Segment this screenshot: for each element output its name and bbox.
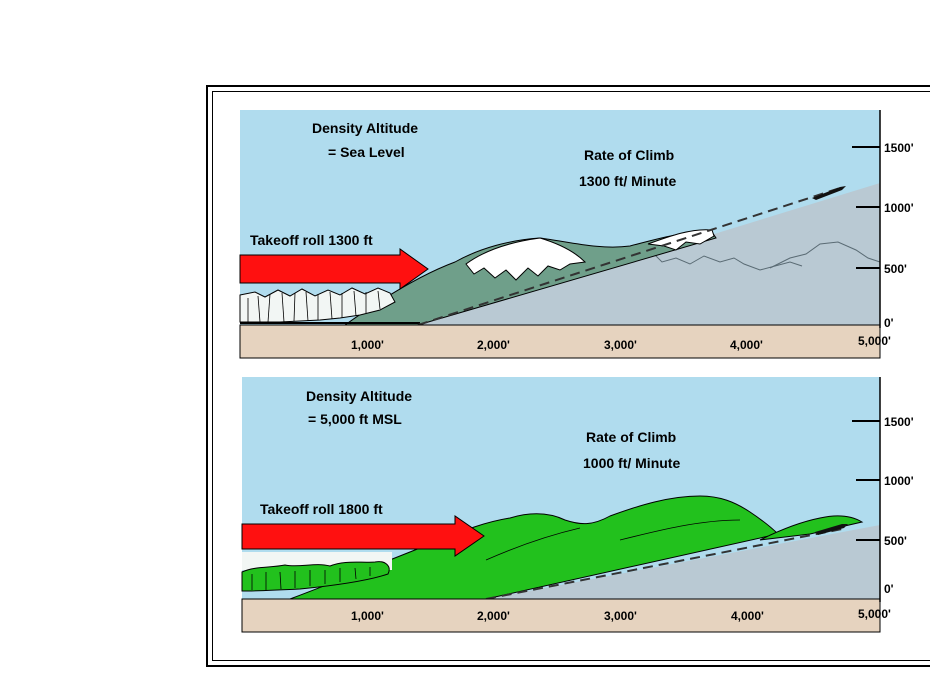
tree-line [241, 561, 390, 592]
density-label-line2: = Sea Level [328, 144, 405, 160]
takeoff-arrow [241, 515, 485, 557]
distance-tick-label: 2,000' [477, 338, 510, 352]
altitude-tick-label: 1500' [884, 141, 914, 155]
distance-strip [239, 324, 881, 359]
distance-strip [241, 598, 881, 633]
distant-ridge [649, 249, 803, 271]
hill-far-right [759, 515, 864, 541]
distance-tick-label: 1,000' [351, 338, 384, 352]
distance-tick-label: 4,000' [730, 338, 763, 352]
climb-label-line2: 1000 ft/ Minute [583, 455, 680, 471]
distance-tick-label: 1,000' [351, 609, 384, 623]
altitude-tick-label: 500' [884, 262, 907, 276]
airplane-icon [812, 186, 846, 200]
density-label-line1: Density Altitude [312, 120, 418, 136]
tree-trunks [251, 567, 371, 590]
distant-ridge [769, 241, 881, 269]
climb-path [417, 187, 841, 326]
distance-tick-label: 3,000' [604, 609, 637, 623]
airplane-icon [815, 524, 848, 535]
climb-label-line2: 1300 ft/ Minute [579, 173, 676, 189]
tree-line [239, 287, 396, 323]
tree-trunks [247, 290, 381, 323]
distance-tick-label: 2,000' [477, 609, 510, 623]
altitude-tick-label: 0' [884, 582, 894, 596]
takeoff-label: Takeoff roll 1800 ft [260, 501, 383, 517]
distance-tick-label: 4,000' [731, 609, 764, 623]
altitude-ticks [852, 420, 880, 541]
distance-tick-label: 5,000' [858, 334, 891, 348]
climb-label-line1: Rate of Climb [584, 147, 674, 163]
snow-cap [465, 237, 587, 281]
density-label-line1: Density Altitude [306, 388, 412, 404]
distance-tick-label: 5,000' [858, 607, 891, 621]
altitude-tick-label: 1000' [884, 474, 914, 488]
outer-frame [206, 85, 930, 667]
panel-high-altitude: Density Altitude = 5,000 ft MSL Rate of … [241, 377, 914, 633]
climb-label-line1: Rate of Climb [586, 429, 676, 445]
takeoff-label: Takeoff roll 1300 ft [250, 232, 373, 248]
distance-tick-label: 3,000' [604, 338, 637, 352]
altitude-tick-label: 0' [884, 316, 894, 330]
density-label-line2: = 5,000 ft MSL [308, 411, 402, 427]
hill-ridge [619, 519, 741, 541]
inner-frame [212, 91, 930, 661]
climb-path [485, 528, 843, 600]
altitude-tick-label: 500' [884, 534, 907, 548]
altitude-tick-label: 1500' [884, 415, 914, 429]
altitude-ticks [852, 146, 880, 269]
hill-ridge [485, 527, 581, 561]
panel-sea-level: Density Altitude = Sea Level Rate of Cli… [239, 110, 914, 359]
altitude-tick-label: 1000' [884, 201, 914, 215]
takeoff-arrow [239, 248, 429, 290]
